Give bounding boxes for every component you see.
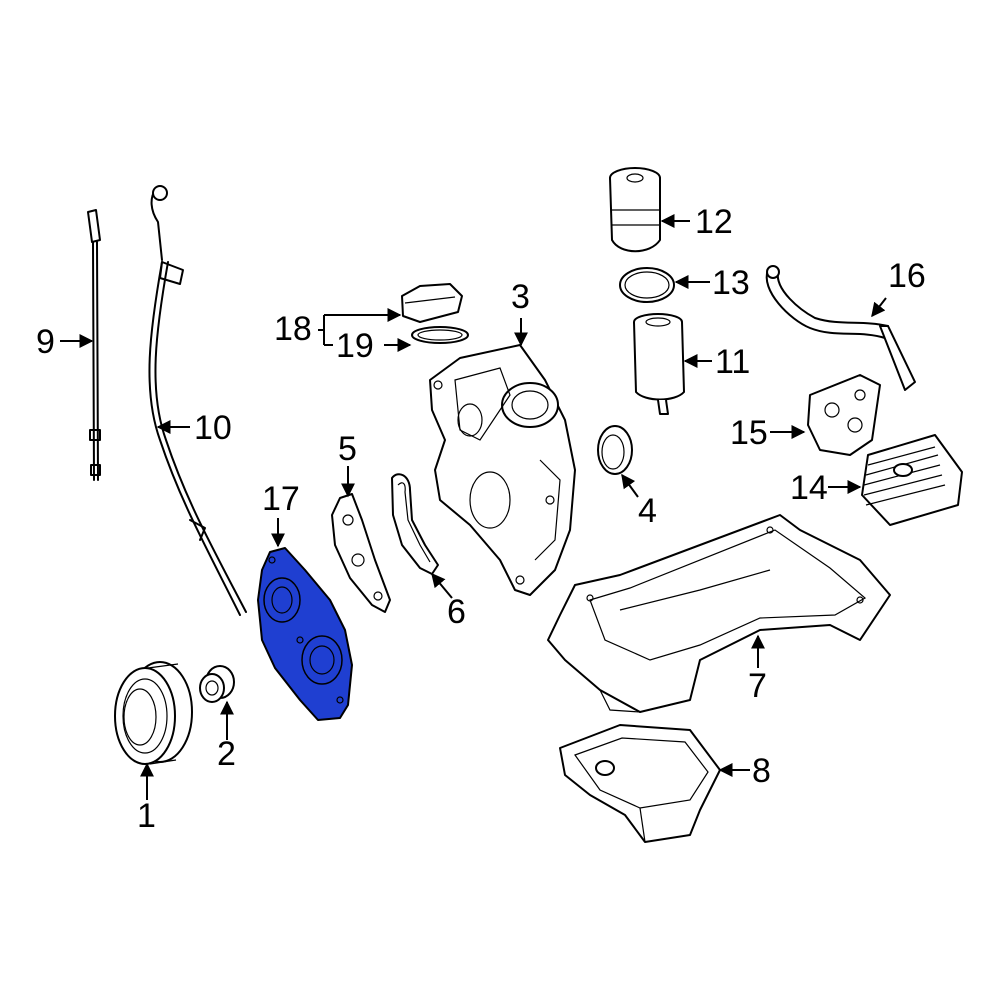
part-15-gasket[interactable] [807, 374, 881, 456]
part-13-o-ring[interactable] [619, 267, 675, 303]
callout-9[interactable]: 9 [36, 323, 55, 361]
callout-13[interactable]: 13 [712, 264, 750, 302]
callout-2[interactable]: 2 [217, 735, 236, 773]
callout-16[interactable]: 16 [888, 257, 926, 295]
part-17-cover-gasket[interactable] [257, 547, 353, 721]
part-11-oil-filter[interactable] [633, 313, 685, 415]
callout-4[interactable]: 4 [638, 492, 657, 530]
leader-4 [621, 473, 639, 498]
part-14-oil-cooler[interactable] [861, 434, 963, 526]
leader-16 [871, 297, 887, 318]
callout-17[interactable]: 17 [262, 480, 300, 518]
callout-11[interactable]: 11 [715, 343, 750, 381]
part-1-pulley[interactable] [114, 661, 193, 765]
callout-12[interactable]: 12 [695, 203, 733, 241]
callouts: 1 2 3 4 5 6 7 8 9 10 11 12 13 14 15 16 1… [36, 203, 926, 835]
callout-18[interactable]: 18 [274, 310, 312, 348]
callout-3[interactable]: 3 [511, 278, 530, 316]
part-6-seal[interactable] [391, 473, 439, 575]
part-16-hose[interactable] [765, 265, 916, 391]
part-12-filter-cap[interactable] [609, 167, 661, 253]
part-2-plug[interactable] [199, 665, 235, 703]
callout-1[interactable]: 1 [137, 797, 156, 835]
part-8-oil-pan-lower[interactable] [559, 724, 721, 843]
callout-15[interactable]: 15 [730, 414, 768, 452]
part-18-filler-cap[interactable] [401, 283, 463, 323]
part-5-gasket[interactable] [331, 493, 391, 613]
callout-6[interactable]: 6 [447, 593, 466, 631]
leader-6 [431, 572, 453, 599]
callout-14[interactable]: 14 [790, 469, 828, 507]
callout-5[interactable]: 5 [338, 430, 357, 468]
part-3-timing-cover[interactable] [429, 344, 576, 596]
callout-7[interactable]: 7 [748, 667, 767, 705]
part-9-dipstick[interactable] [87, 209, 101, 481]
part-10-dipstick-tube[interactable] [148, 185, 247, 616]
callout-19[interactable]: 19 [336, 327, 374, 365]
part-19-cap-seal[interactable] [411, 326, 469, 344]
part-7-oil-pan-upper[interactable] [547, 514, 891, 713]
part-4-seal-ring[interactable] [597, 425, 633, 475]
callout-8[interactable]: 8 [752, 752, 771, 790]
leader-lines [60, 214, 887, 800]
callout-10[interactable]: 10 [194, 409, 232, 447]
